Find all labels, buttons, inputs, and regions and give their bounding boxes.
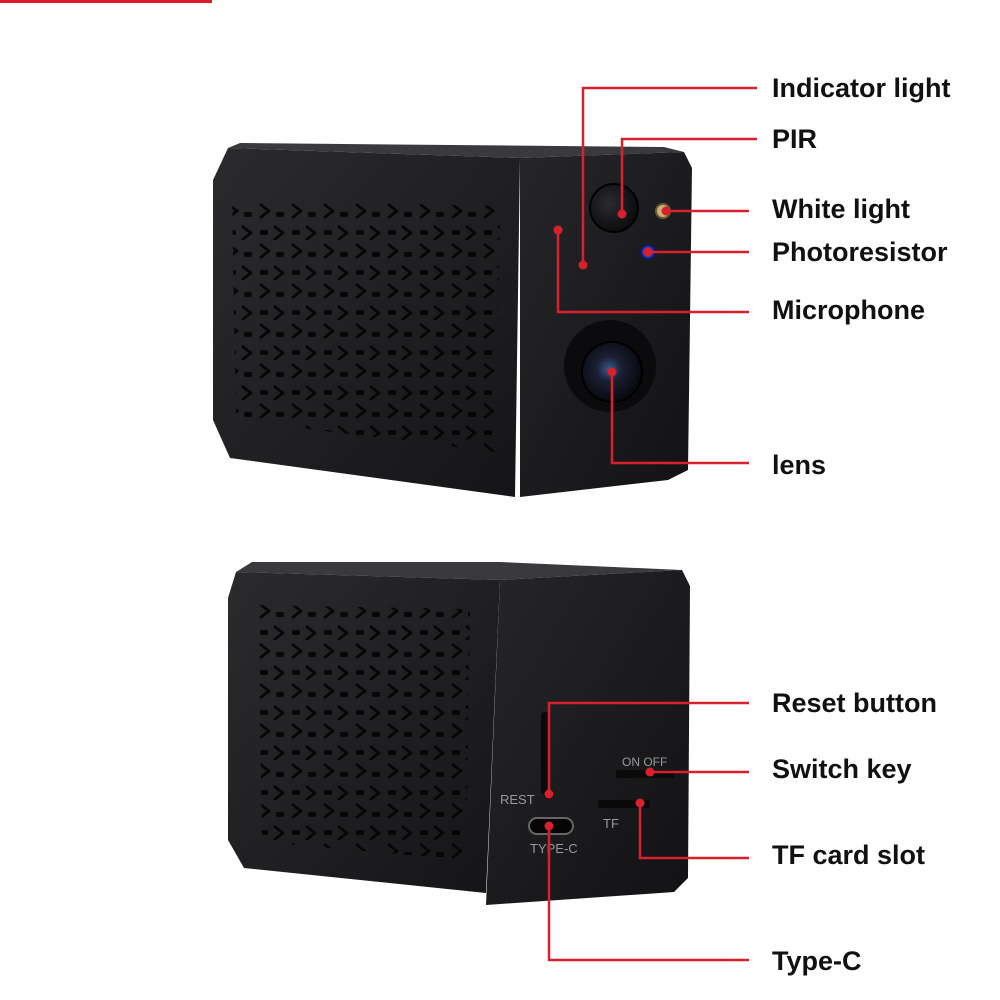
dot-microphone [553,225,563,235]
top-camera [213,143,692,497]
leader-lens [610,372,749,465]
label-reset-button: Reset button [772,688,937,718]
label-switch-key: Switch key [772,754,912,784]
dot-indicator-light [578,260,588,270]
bottom-camera: REST ON OFF TYPE-C TF [228,562,690,905]
label-type-c: Type-C [772,946,862,976]
leader-dots [544,206,671,831]
leader-reset-button [547,701,749,794]
dot-white-light [661,206,671,216]
bottom-camera-back-face [486,570,690,905]
dot-tf-card-slot [635,798,645,808]
dot-reset-button [544,789,554,799]
type-c-mark: TYPE-C [530,841,578,856]
top-camera-side-vents [232,200,500,452]
leader-pir [620,137,757,214]
dot-lens [607,367,617,377]
leader-indicator-light [581,86,757,265]
reset-mark: REST [500,792,535,807]
label-lens: lens [772,450,827,480]
dot-pir [617,209,627,219]
tf-mark: TF [603,816,619,831]
label-microphone: Microphone [772,295,925,325]
on-off-mark: ON OFF [622,755,667,769]
label-white-light: White light [772,194,910,224]
top-accent-bar [0,0,212,3]
label-pir: PIR [772,124,818,154]
dot-type-c [544,821,554,831]
label-photoresistor: Photoresistor [772,237,948,267]
label-indicator-light: Indicator light [772,73,951,103]
leader-tf-card-slot [638,803,749,860]
pir-sensor [589,183,639,233]
leader-microphone [556,230,749,314]
dot-switch-key [645,767,655,777]
label-tf-card-slot: TF card slot [772,840,926,870]
bottom-camera-top-edge [236,562,682,580]
top-camera-top-edge [228,143,684,158]
bottom-camera-side-vents [258,605,470,860]
leader-lines [547,86,757,962]
dot-photoresistor [643,247,653,257]
leader-type-c [547,826,749,962]
